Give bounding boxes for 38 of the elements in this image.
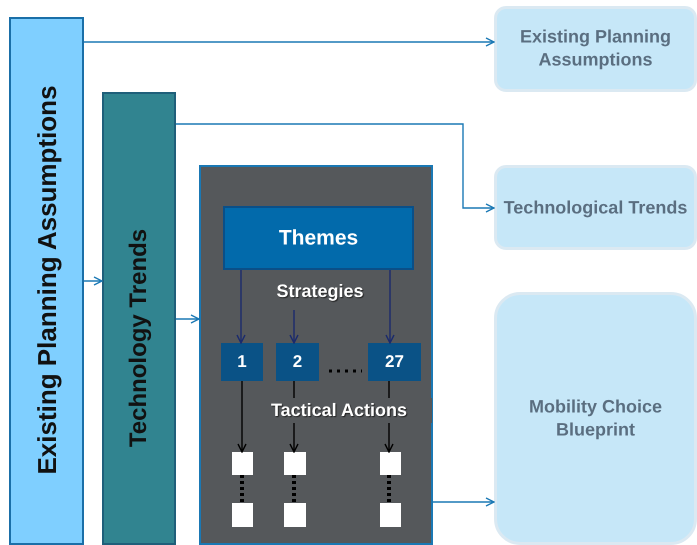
- square-marker: [232, 452, 253, 475]
- vertical-title: Technology Trends: [124, 228, 153, 450]
- rounded-box: [494, 6, 697, 92]
- arrow: [385, 270, 395, 344]
- process-box: [221, 343, 263, 381]
- section-label: Strategies: [275, 280, 365, 303]
- vertical-bar: [102, 92, 176, 545]
- dotted-connector: [240, 475, 244, 503]
- arrow: [176, 123, 495, 213]
- node-label: Mobility Choice Blueprint: [528, 395, 663, 442]
- rounded-box: [494, 165, 697, 250]
- vertical-bar: [9, 17, 84, 545]
- node-label: Existing Planning Assumptions: [518, 26, 672, 72]
- arrow: [84, 276, 103, 286]
- process-box: [223, 206, 414, 270]
- arrow: [176, 314, 200, 324]
- square-marker: [284, 452, 306, 475]
- process-box: [276, 343, 319, 381]
- process-box: [368, 343, 421, 381]
- vertical-title: Existing Planning Assumptions: [32, 84, 62, 477]
- arrow: [289, 310, 299, 344]
- square-marker: [380, 503, 401, 527]
- node-label: Themes: [278, 225, 360, 252]
- dotted-connector: [292, 475, 296, 503]
- dotted-connector: [387, 475, 391, 503]
- arrow: [237, 381, 247, 453]
- rounded-box: [494, 292, 697, 545]
- node-label: Technological Trends: [502, 196, 688, 220]
- node-label: 2: [292, 350, 304, 373]
- arrow: [236, 270, 246, 344]
- arrow: [84, 37, 495, 47]
- node-label: 27: [384, 350, 405, 373]
- square-marker: [380, 452, 401, 475]
- panel-background: [199, 165, 433, 545]
- square-marker: [284, 503, 306, 527]
- square-marker: [232, 503, 253, 527]
- node-label: 1: [236, 350, 248, 373]
- arrow: [433, 497, 495, 507]
